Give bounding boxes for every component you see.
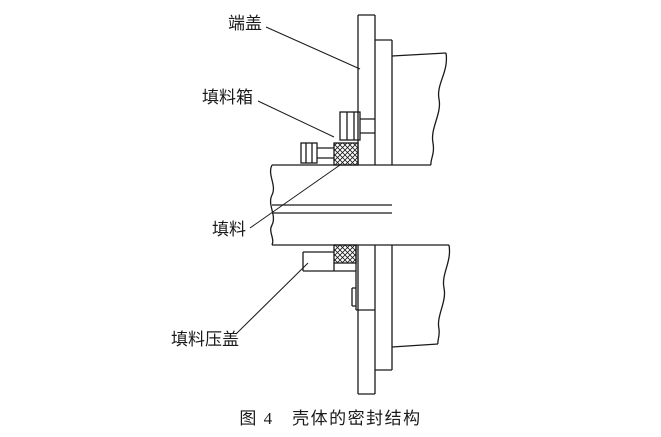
leader-stuffing-box [257, 100, 335, 138]
leader-packing [249, 164, 341, 229]
label-end-cover: 端盖 [228, 14, 262, 33]
figure-caption: 图 4 壳体的密封结构 [239, 409, 422, 428]
stuffing-box-bolts [300, 111, 375, 164]
shaft-break-line [269, 164, 275, 246]
bolt-hex-head-upper [339, 111, 361, 141]
housing-wall-broken-section [391, 52, 451, 348]
label-stuffing-box: 填料箱 [202, 88, 253, 107]
packing-gland-part [302, 245, 375, 311]
end-cover-plate [357, 14, 376, 395]
shaft [269, 164, 449, 246]
packing-top [333, 142, 359, 166]
leader-lines [235, 26, 361, 335]
label-packing-gland: 填料压盖 [171, 330, 239, 349]
label-packing: 填料 [212, 220, 246, 239]
packing-hatch-bottom [333, 244, 357, 264]
leader-packing-gland [235, 262, 309, 335]
leader-end-cover [265, 26, 361, 70]
housing-wall-flange [375, 39, 393, 371]
bolt-hex-head-lower [300, 142, 318, 164]
packing-hatch-top [333, 142, 359, 166]
packing-bottom [333, 244, 357, 264]
